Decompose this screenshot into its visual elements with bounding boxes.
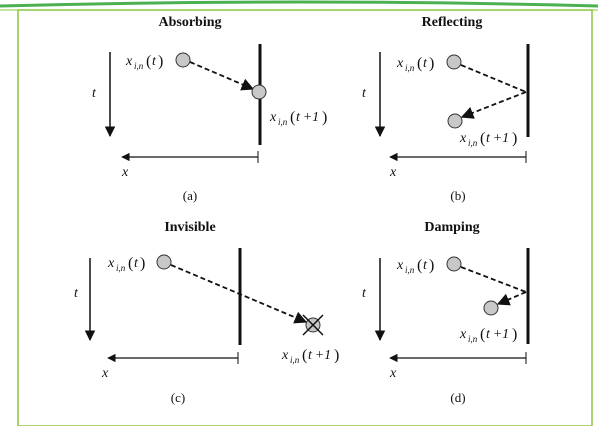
svg-text:(: ( — [290, 109, 295, 126]
svg-text:(: ( — [480, 130, 485, 147]
label-after: x i,n ( t +1 ) — [459, 326, 517, 344]
label-before: x i,n ( t ) — [396, 257, 434, 275]
svg-text:(: ( — [480, 326, 485, 343]
label-after: x i,n ( t +1 ) — [281, 347, 339, 365]
svg-text:i,n: i,n — [468, 138, 478, 148]
panel-caption: (a) — [183, 188, 197, 203]
svg-text:x: x — [107, 256, 115, 271]
trajectory-arrow — [189, 61, 255, 91]
panel-damping: Damping t x x i,n ( t ) x i,n ( t +1 — [362, 220, 530, 405]
svg-text:): ) — [512, 326, 517, 343]
panel-reflecting: Reflecting t x x i,n ( t ) x i,n ( t +1 — [362, 15, 530, 203]
svg-text:i,n: i,n — [405, 265, 415, 275]
particle-before — [156, 254, 172, 270]
panel-title: Absorbing — [158, 15, 221, 30]
svg-text:(: ( — [146, 53, 151, 70]
svg-text:x: x — [459, 131, 467, 146]
svg-text:i,n: i,n — [468, 334, 478, 344]
svg-text:t +1: t +1 — [308, 348, 331, 363]
svg-text:i,n: i,n — [290, 355, 300, 365]
svg-text:): ) — [429, 257, 434, 274]
particle-after — [447, 113, 463, 129]
panel-title: Reflecting — [422, 15, 483, 30]
svg-text:): ) — [322, 109, 327, 126]
svg-text:): ) — [140, 255, 145, 272]
svg-text:x: x — [396, 258, 404, 273]
svg-text:t: t — [423, 56, 428, 71]
svg-text:): ) — [334, 347, 339, 364]
svg-text:t: t — [423, 258, 428, 273]
svg-text:): ) — [429, 55, 434, 72]
particle-before — [446, 256, 462, 272]
svg-text:(: ( — [417, 257, 422, 274]
label-after: x i,n ( t +1 ) — [269, 109, 327, 127]
label-after: x i,n ( t +1 ) — [459, 130, 517, 148]
time-axis-label: t — [74, 286, 79, 301]
trajectory-incoming — [460, 64, 527, 93]
trajectory-damped — [496, 291, 527, 306]
particle-before — [175, 52, 191, 68]
svg-text:(: ( — [417, 55, 422, 72]
particle-after — [251, 84, 267, 100]
top-accent-bar — [0, 0, 598, 8]
space-axis-label: x — [121, 165, 129, 180]
trajectory-arrow — [170, 264, 308, 324]
panel-title: Damping — [424, 220, 479, 235]
svg-text:i,n: i,n — [278, 117, 288, 127]
svg-text:): ) — [512, 130, 517, 147]
svg-text:t +1: t +1 — [486, 131, 509, 146]
label-before: x i,n ( t ) — [125, 53, 163, 71]
particle-after — [483, 300, 499, 316]
svg-text:(: ( — [302, 347, 307, 364]
svg-text:x: x — [125, 54, 133, 69]
svg-text:t: t — [152, 54, 157, 69]
space-axis-label: x — [389, 366, 397, 381]
trajectory-reflected — [460, 91, 527, 119]
label-before: x i,n ( t ) — [396, 55, 434, 73]
panel-absorbing: Absorbing t x x i,n ( t ) x i,n ( t +1 — [92, 15, 327, 203]
panel-caption: (c) — [171, 390, 185, 405]
time-axis-label: t — [362, 86, 367, 101]
label-before: x i,n ( t ) — [107, 255, 145, 273]
svg-text:x: x — [396, 56, 404, 71]
panel-title: Invisible — [164, 220, 215, 235]
svg-text:t +1: t +1 — [296, 110, 319, 125]
svg-text:): ) — [158, 53, 163, 70]
svg-text:x: x — [281, 348, 289, 363]
panel-caption: (b) — [450, 188, 465, 203]
space-axis-label: x — [101, 366, 109, 381]
particle-before — [446, 54, 462, 70]
time-axis-label: t — [92, 86, 97, 101]
svg-text:x: x — [459, 327, 467, 342]
svg-text:t +1: t +1 — [486, 327, 509, 342]
panel-caption: (d) — [450, 390, 465, 405]
panel-invisible: Invisible t x x i,n ( t ) x — [74, 220, 339, 405]
time-axis-label: t — [362, 286, 367, 301]
svg-text:x: x — [269, 110, 277, 125]
particle-after-discarded — [302, 314, 324, 336]
svg-text:(: ( — [128, 255, 133, 272]
space-axis-label: x — [389, 165, 397, 180]
svg-text:i,n: i,n — [134, 61, 144, 71]
trajectory-incoming — [460, 266, 527, 293]
svg-text:i,n: i,n — [405, 63, 415, 73]
svg-text:t: t — [134, 256, 139, 271]
svg-text:i,n: i,n — [116, 263, 126, 273]
